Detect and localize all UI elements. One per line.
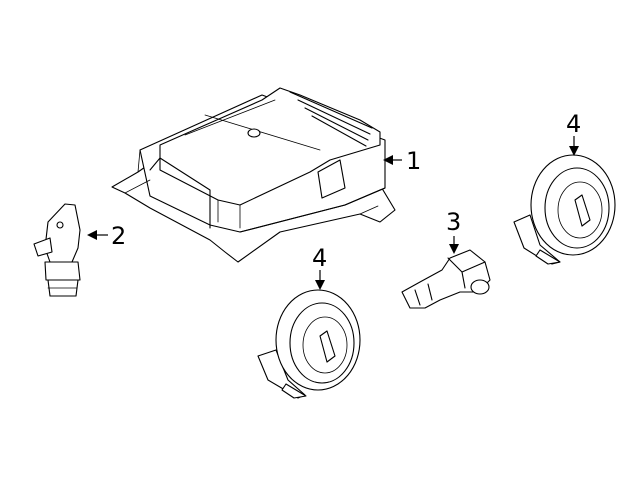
callout-1: 1 [383, 147, 421, 175]
arrowhead-4-upper [569, 146, 579, 156]
control-module-part-1 [111, 87, 396, 263]
callout-label-3: 3 [446, 208, 461, 236]
callout-label-1: 1 [406, 147, 421, 175]
speaker-part-4-lower [257, 289, 361, 399]
callout-4-upper: 4 [566, 110, 581, 156]
sensor-part-2 [33, 203, 81, 297]
callout-label-4-lower: 4 [312, 244, 327, 272]
arrowhead-2 [87, 230, 97, 240]
callout-4-lower: 4 [312, 244, 327, 290]
speaker-part-4-upper [513, 154, 616, 265]
arrowhead-3 [449, 244, 459, 254]
callout-label-4-upper: 4 [566, 110, 581, 138]
callout-label-2: 2 [111, 222, 126, 250]
arrowhead-1 [383, 155, 393, 165]
connector-part-3 [401, 249, 491, 309]
callout-3: 3 [446, 208, 461, 254]
arrowhead-4-lower [315, 280, 325, 290]
callout-2: 2 [87, 222, 126, 250]
